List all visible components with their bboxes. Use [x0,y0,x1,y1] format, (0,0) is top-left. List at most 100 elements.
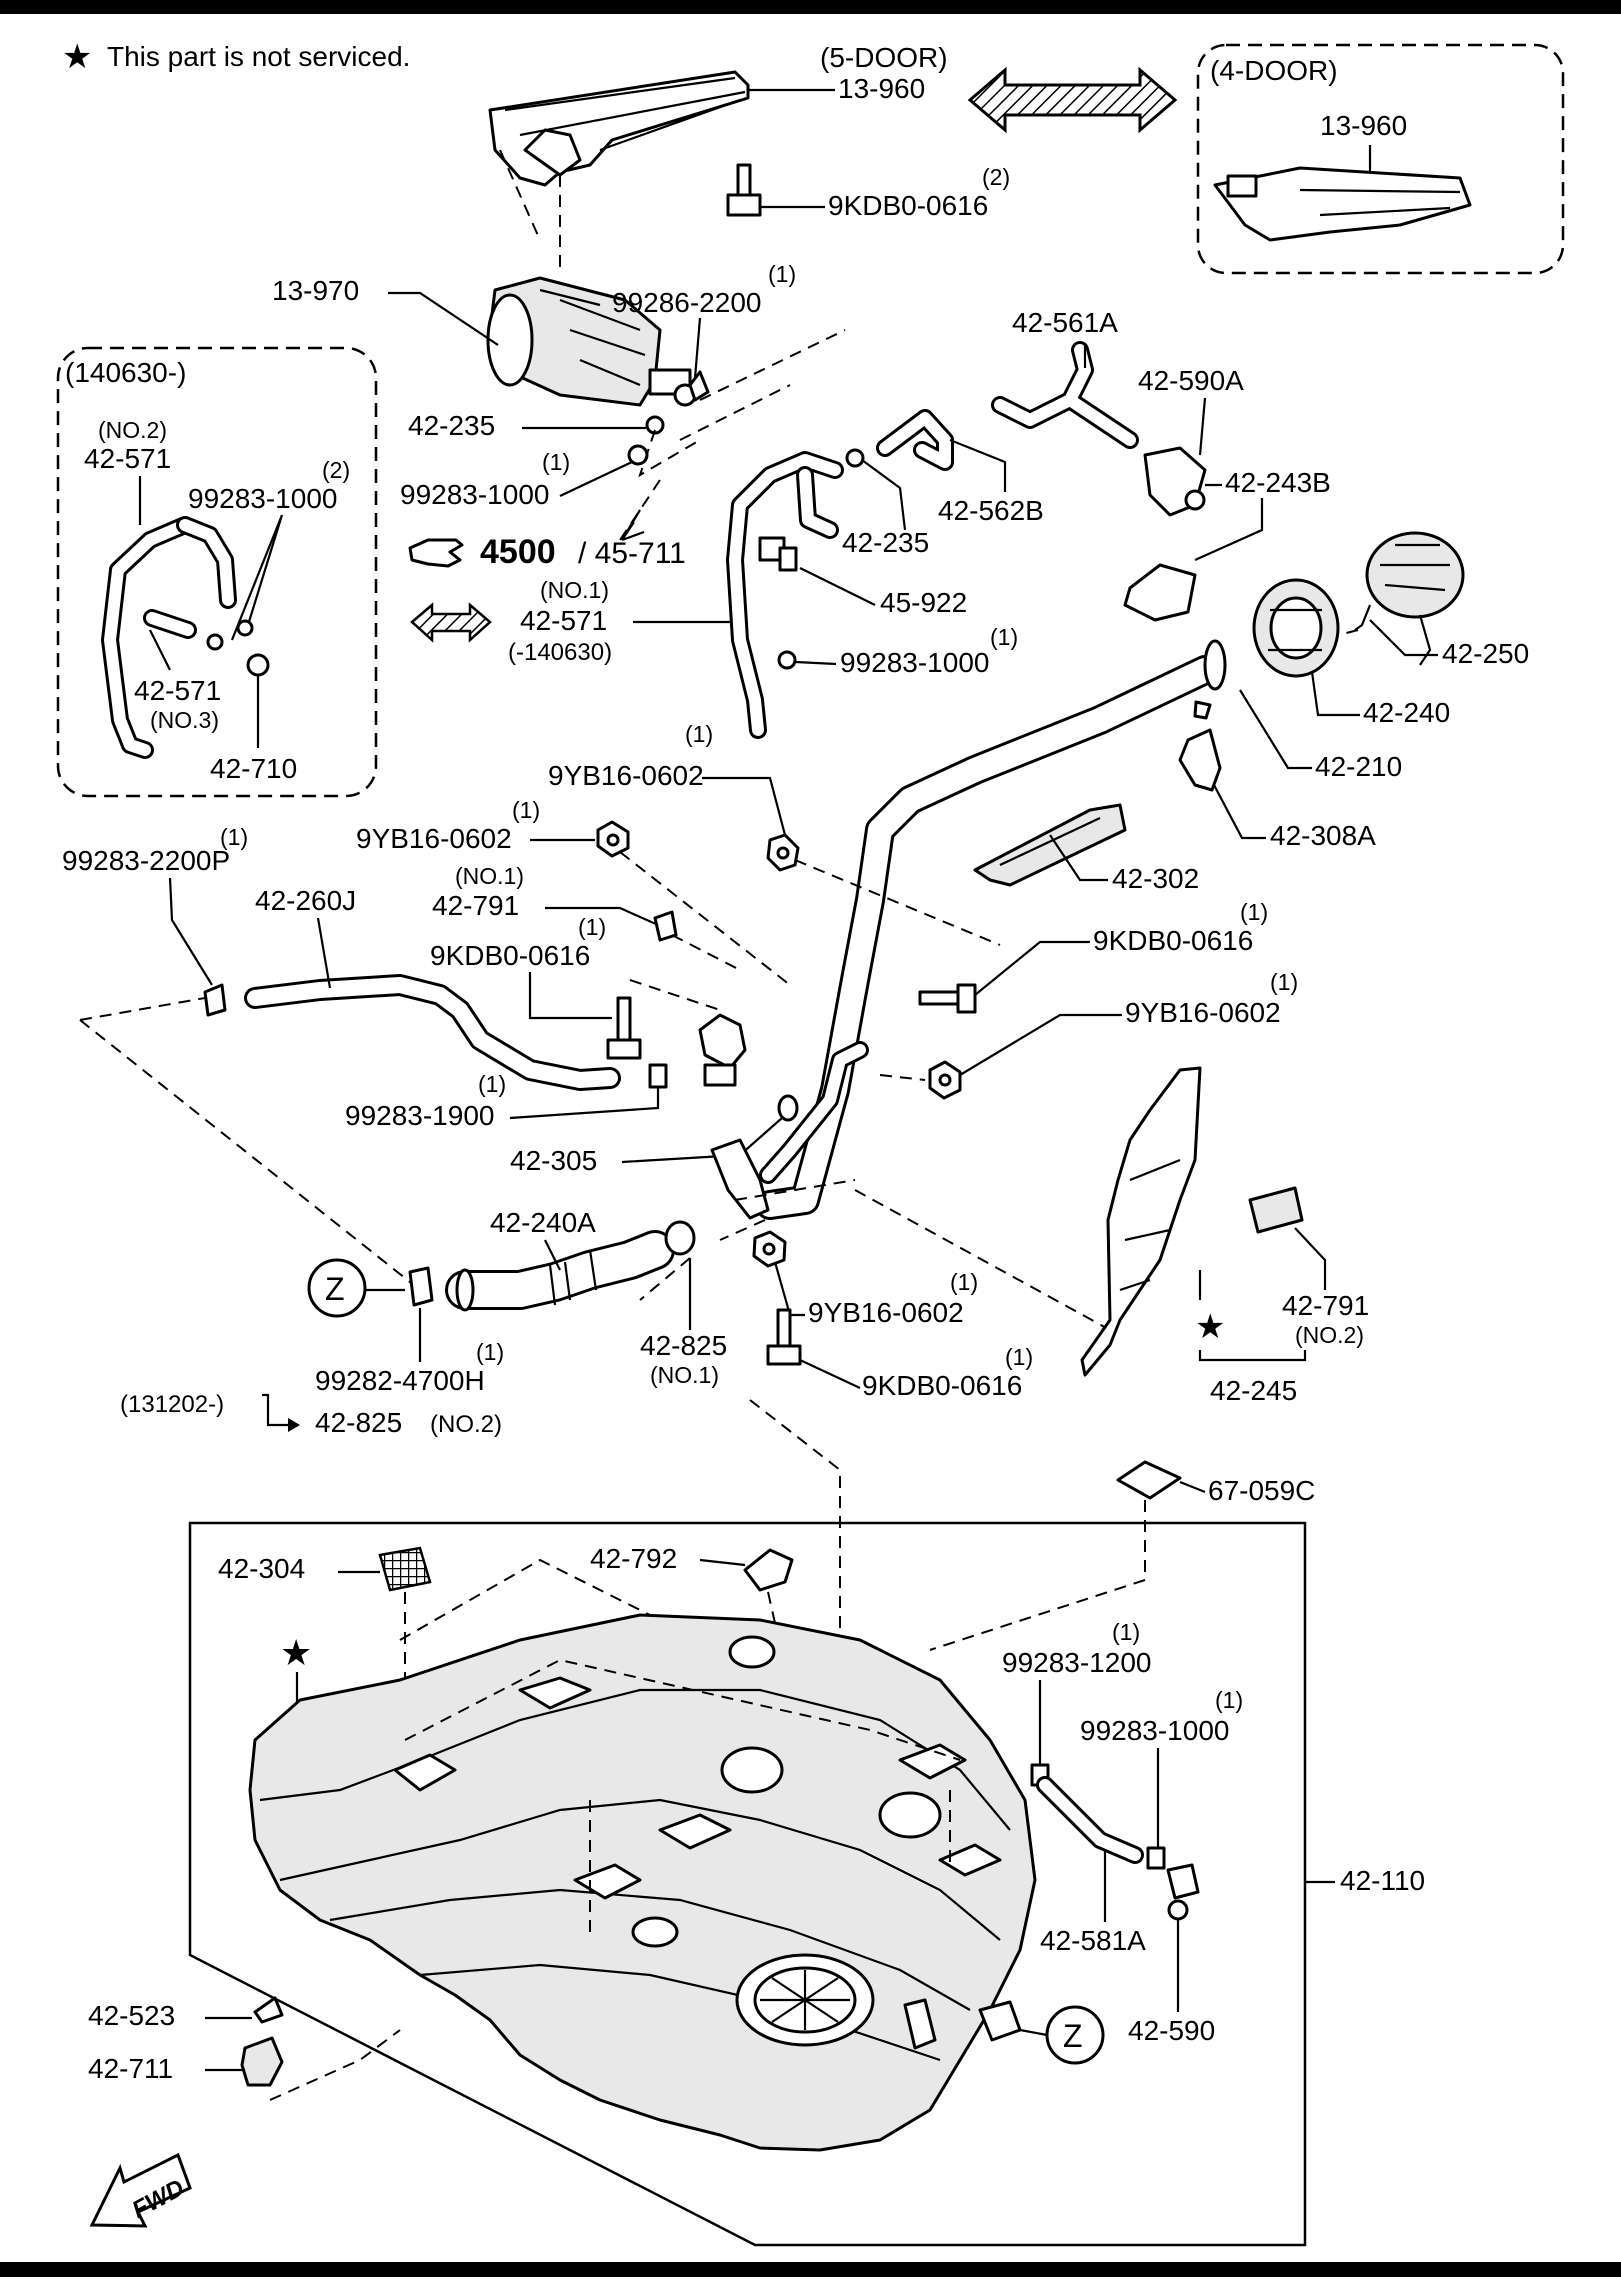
hand-pointer-icon [408,538,464,568]
valve-42-590a [1143,446,1207,517]
svg-text:(1): (1) [476,1339,504,1365]
shield-star-icon: ★ [1195,1308,1225,1346]
label-5-door: (5-DOOR) [820,42,948,73]
svg-text:(1): (1) [1215,1687,1243,1713]
label-42-250: 42-250 [1442,638,1529,669]
label-13-970: 13-970 [272,275,359,306]
label-42-243b: 42-243B [1225,467,1331,498]
label-42-711: 42-711 [88,2053,173,2084]
label-4-door: (4-DOOR) [1210,55,1338,86]
svg-text:(2): (2) [982,164,1010,190]
bracket-mount [698,1013,747,1087]
label-99283-2200p: 99283-2200P [62,845,230,876]
svg-text:(1): (1) [1240,899,1268,925]
nut-9yb16-0602-b [596,820,630,858]
svg-text:(1): (1) [512,797,540,823]
hose-42-562b [876,409,954,471]
label-45-922: 45-922 [880,587,967,618]
label-42-571-no2: 42-571 [84,443,171,474]
canister-13-970 [486,276,692,407]
label-9yb16-0602-a: 9YB16-0602 [548,760,704,791]
label-42-235-b: 42-235 [842,527,929,558]
bolt-9kdb0-0616-b [606,996,642,1060]
svg-text:(NO.1): (NO.1) [455,863,524,889]
label-67-059c: 67-059C [1208,1475,1315,1506]
filler-pipe-42-210 [755,639,1227,1220]
label-99283-1000-a: 99283-1000 [400,479,549,510]
svg-text:(1): (1) [768,261,796,287]
label-42-710: 42-710 [210,753,297,784]
nut-9yb16-0602-d [752,1230,787,1268]
svg-text:(NO.1): (NO.1) [650,1362,719,1388]
callout-z-a [307,1258,367,1318]
bolt-9kdb0-0616-top [726,163,762,217]
svg-text:(1): (1) [1112,1619,1140,1645]
filler-ring-42-240 [1252,578,1340,678]
svg-text:(NO.2): (NO.2) [430,1411,502,1438]
bumper-42-711 [240,2036,284,2087]
svg-text:(1): (1) [478,1071,506,1097]
svg-text:(1): (1) [1005,1344,1033,1370]
svg-text:(1): (1) [990,624,1018,650]
bracket-13-960-5door [488,70,750,187]
inset-4-door [1196,43,1565,275]
bolt-9kdb0-0616-c [918,983,977,1014]
label-9yb16-0602-c: 9YB16-0602 [1125,997,1281,1028]
label-9yb16-0602-b: 9YB16-0602 [356,823,512,854]
label-99283-1900: 99283-1900 [345,1100,494,1131]
clamp-99283-1000-a [627,444,649,466]
fuel-tank-42-110 [248,1613,1037,2152]
valve-99286-2200 [673,370,710,407]
label-42-302: 42-302 [1112,863,1199,894]
svg-text:(1): (1) [1270,969,1298,995]
label-42-581a: 42-581A [1040,1925,1146,1956]
label-42-260j: 42-260J [255,885,356,916]
tank-star-icon: ★ [280,1632,312,1673]
ref-45-711: / 45-711 [578,537,686,570]
label-42-210: 42-210 [1315,751,1402,782]
label-9kdb0-0616-d: 9KDB0-0616 [862,1370,1022,1401]
tank-frame [188,1521,1307,2247]
label-42-825-no1: 42-825 [640,1330,727,1361]
fuel-cap-42-250 [1354,531,1465,666]
svg-text:(1): (1) [220,824,248,850]
bracket-13-960-4door [1213,166,1472,242]
label-42-304: 42-304 [218,1553,305,1584]
notice-star-icon: ★ [62,38,92,76]
hose-42-581a [1036,1776,1144,1864]
variant-small-double-arrow-icon [410,602,492,643]
svg-text:(1): (1) [542,449,570,475]
svg-text:(1): (1) [950,1269,978,1295]
clamp-99283-1000-c [1146,1846,1166,1870]
clamp-42-825-no1 [664,1220,696,1256]
label-13-960-4door: 13-960 [1320,110,1407,141]
label-42-561a: 42-561A [1012,307,1118,338]
forward-arrow-icon: FWD [89,2152,192,2228]
hose-42-571-no2 [101,516,237,759]
label-99283-1000-inset: 99283-1000 [188,483,337,514]
svg-text:(1): (1) [685,721,713,747]
inset-140630 [56,346,378,798]
label-9kdb0-0616-b: 9KDB0-0616 [430,940,590,971]
label-42-571-no3: 42-571 [134,675,221,706]
hose-42-260j [244,974,621,1091]
label-42-523: 42-523 [88,2000,175,2031]
clip-42-235-b [845,448,865,468]
protector-42-302 [973,803,1127,887]
label-42-305: 42-305 [510,1145,597,1176]
clip-42-305 [777,1094,799,1122]
hose-42-571-no1 [726,451,844,739]
bracket-42-308a [1178,700,1222,792]
svg-text:(NO.2): (NO.2) [98,417,167,443]
grommet-42-243b [1123,563,1197,622]
label-42-825-no2: 42-825 [315,1407,402,1438]
svg-text:Z: Z [325,1271,345,1307]
label-42-308a: 42-308A [1270,820,1376,851]
label-42-562b: 42-562B [938,495,1044,526]
label-99286-2200: 99286-2200 [612,287,761,318]
label-42-590a: 42-590A [1138,365,1244,396]
label-13-960: 13-960 [838,73,925,104]
label-42-791-no2: 42-791 [1282,1290,1369,1321]
label-42-110: 42-110 [1340,1865,1425,1896]
